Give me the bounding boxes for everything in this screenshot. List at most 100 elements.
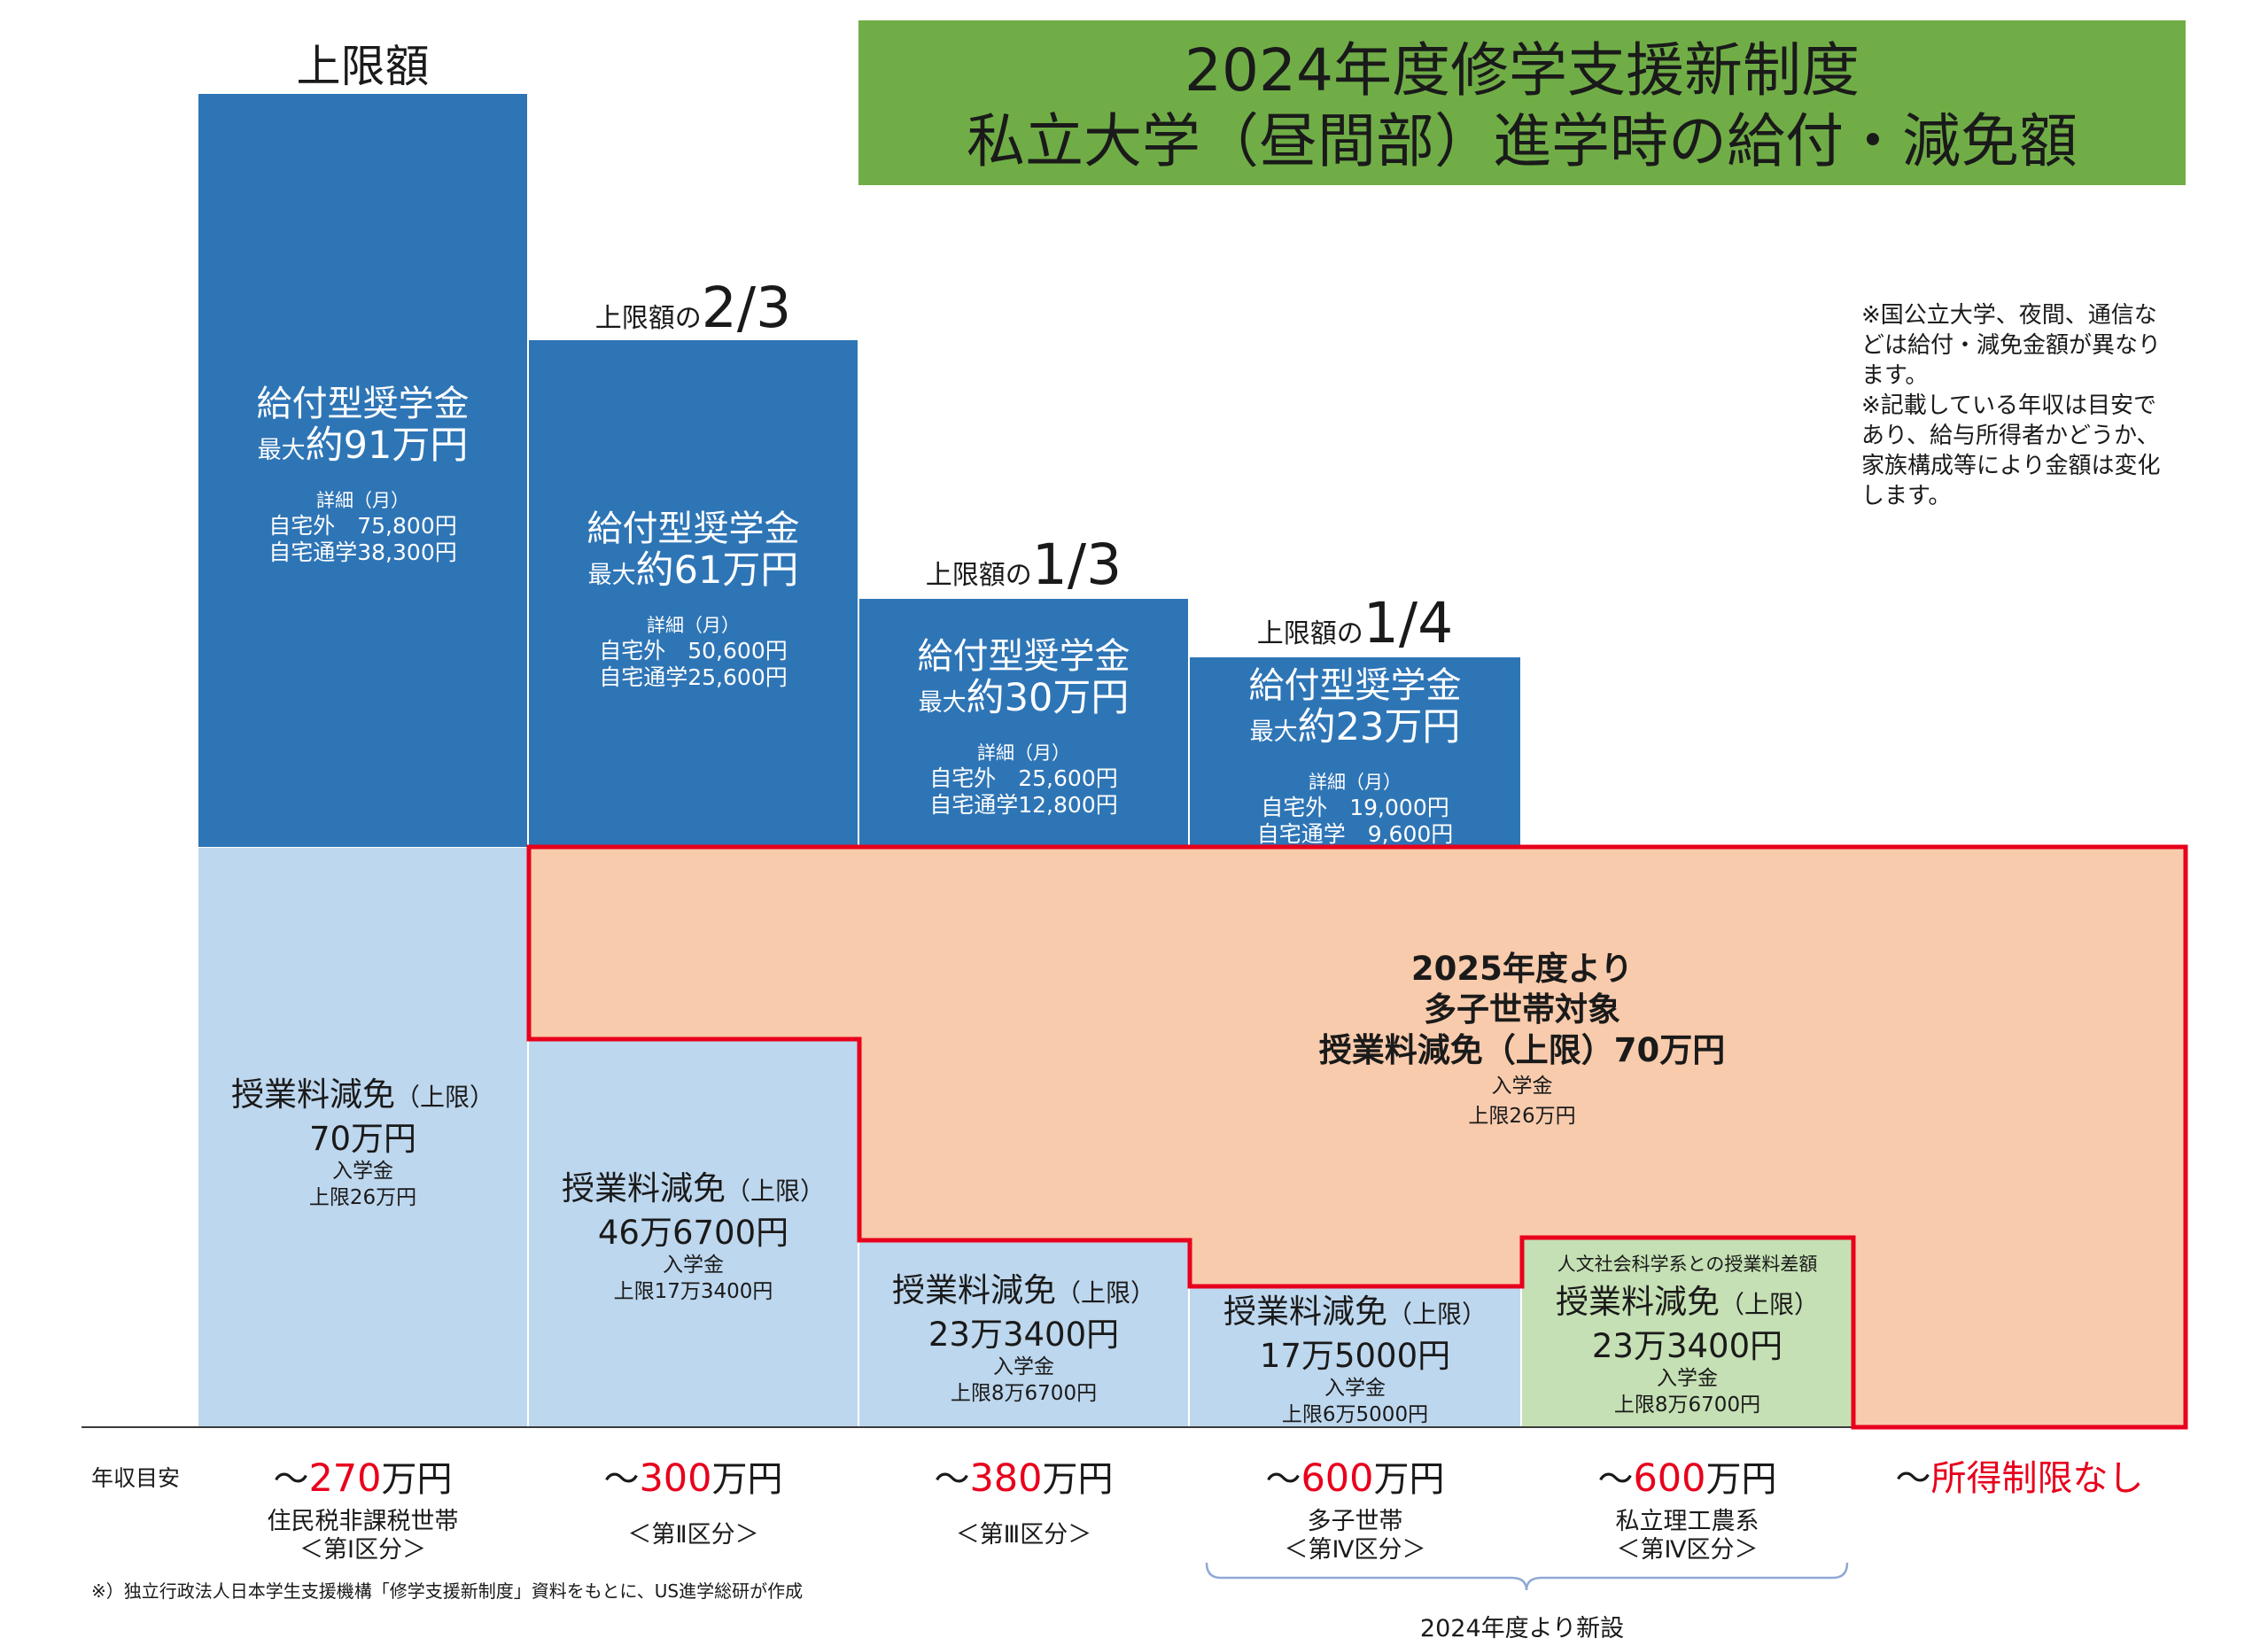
- source-footnote: ※）独立行政法人日本学生支援機構「修学支援新制度」資料をもとに、US進学総研が作…: [91, 1580, 804, 1602]
- income-amount: 300: [639, 1456, 712, 1501]
- note-line: 家族構成等により金額は変化: [1861, 453, 2161, 479]
- tuition-title: 授業料減免（上限）: [1190, 1293, 1520, 1338]
- scholarship-title: 給付型奨学金: [1248, 665, 1462, 706]
- tuition-amount: 23万3400円: [928, 1316, 1120, 1354]
- expansion-2025-text: 2025年度より 多子世帯対象 授業料減免（上限）70万円 入学金 上限26万円: [1256, 949, 1788, 1131]
- income-prefix: ～: [1265, 1459, 1301, 1500]
- limit-fraction: 1/4: [1363, 591, 1454, 656]
- income-amount: 600: [1633, 1456, 1706, 1501]
- away-from-home-amount: 自宅外 19,000円: [1261, 795, 1449, 820]
- tuition-qualifier: （上限）: [725, 1176, 825, 1206]
- income-prefix: ～: [934, 1459, 970, 1500]
- limit-label: 上限額の: [925, 560, 1032, 591]
- income-unit: 万円: [1373, 1459, 1445, 1500]
- title-line-2: 私立大学（昼間部）進学時の給付・減免額: [967, 107, 2078, 175]
- income-amount: 600: [1301, 1456, 1374, 1501]
- admission-label: 入学金: [1657, 1367, 1718, 1390]
- tuition-qualifier: （上限）: [1386, 1300, 1487, 1329]
- income-prefix: ～: [1597, 1459, 1634, 1500]
- tuition-qualifier: （上限）: [1055, 1278, 1155, 1308]
- living-at-home-amount: 自宅通学38,300円: [268, 540, 457, 565]
- income-estimate-col5: ～600万円: [1522, 1454, 1852, 1511]
- income-estimate-col1: ～270万円: [198, 1454, 527, 1511]
- income-detail-col4: 多子世帯 ＜第Ⅳ区分＞: [1190, 1508, 1520, 1564]
- scholarship-text-col3: 給付型奨学金 最大約30万円 詳細（月） 自宅外 25,600円 自宅通学12,…: [859, 637, 1188, 819]
- expansion-target: 多子世帯対象: [1424, 990, 1620, 1029]
- scholarship-max: 最大約30万円: [859, 676, 1188, 728]
- income-prefix: ～: [1895, 1458, 1931, 1499]
- tuition-text-col2: 授業料減免（上限） 46万6700円 入学金 上限17万3400円: [529, 1169, 858, 1305]
- detail-label: 詳細（月）: [977, 742, 1070, 764]
- income-detail-col3: ＜第Ⅲ区分＞: [859, 1521, 1188, 1549]
- admission-limit: 上限6万5000円: [1281, 1403, 1429, 1426]
- max-prefix: 最大: [257, 437, 306, 464]
- title-banner: 2024年度修学支援新制度 私立大学（昼間部）進学時の給付・減免額: [858, 20, 2186, 185]
- max-amount: 約30万円: [966, 676, 1130, 720]
- income-prefix: ～: [603, 1459, 640, 1500]
- limit-heading-col2: 上限額の2/3: [529, 277, 858, 353]
- max-prefix: 最大: [587, 562, 636, 589]
- caveat-notes: ※国公立大学、夜間、通信な どは給付・減免金額が異なり ます。 ※記載している年…: [1861, 300, 2161, 511]
- detail-label: 詳細（月）: [316, 490, 409, 511]
- income-amount: 380: [969, 1456, 1043, 1501]
- tuition-title-main: 授業料減免: [1555, 1283, 1720, 1321]
- limit-heading-col3: 上限額の1/3: [859, 534, 1188, 610]
- admission-limit: 上限8万6700円: [950, 1382, 1098, 1405]
- note-line: ます。: [1861, 362, 1929, 389]
- income-amount: 270: [308, 1456, 382, 1501]
- limit-heading-col4: 上限額の1/4: [1190, 593, 1520, 669]
- income-estimate-col2: ～300万円: [529, 1454, 858, 1511]
- max-amount: 約61万円: [635, 548, 799, 593]
- limit-fraction: 1/3: [1031, 532, 1122, 597]
- income-amount: 所得制限なし: [1930, 1458, 2144, 1499]
- income-unit: 万円: [1705, 1459, 1777, 1500]
- scholarship-block-col3: [859, 599, 1188, 847]
- limit-heading-col1: 上限額: [296, 41, 430, 92]
- max-prefix: 最大: [918, 689, 967, 717]
- scholarship-max: 最大約91万円: [198, 423, 527, 476]
- income-unit: 万円: [1042, 1459, 1114, 1500]
- income-detail-col2: ＜第Ⅱ区分＞: [529, 1521, 858, 1549]
- admission-limit: 上限17万3400円: [613, 1280, 773, 1303]
- tuition-difference-note: 人文社会科学系との授業料差額: [1557, 1254, 1818, 1275]
- scholarship-title: 給付型奨学金: [917, 636, 1130, 677]
- scholarship-block-col1: [198, 94, 527, 847]
- note-line: ※記載している年収は目安で: [1861, 392, 2157, 419]
- income-estimate-col3: ～380万円: [859, 1454, 1188, 1511]
- new-since-2024-bracket: [1205, 1562, 1849, 1591]
- tuition-text-col1: 授業料減免（上限） 70万円 入学金 上限26万円: [198, 1075, 527, 1211]
- tuition-title: 授業料減免（上限）: [859, 1271, 1188, 1316]
- income-bracket: ＜第Ⅳ区分＞: [1284, 1536, 1426, 1564]
- limit-label: 上限額の: [594, 303, 702, 334]
- income-unit: 万円: [381, 1459, 453, 1500]
- scholarship-max: 最大約61万円: [529, 548, 858, 601]
- tuition-block-col1: [198, 848, 527, 1427]
- tuition-title: 授業料減免（上限）: [198, 1075, 527, 1121]
- scholarship-title: 給付型奨学金: [256, 384, 470, 424]
- income-estimate-col4: ～600万円: [1190, 1454, 1520, 1511]
- away-from-home-amount: 自宅外 25,600円: [929, 765, 1118, 791]
- away-from-home-amount: 自宅外 75,800円: [268, 513, 457, 539]
- household-type: 私立理工農系: [1615, 1508, 1759, 1535]
- limit-fraction: 2/3: [701, 276, 792, 340]
- tuition-amount: 17万5000円: [1259, 1337, 1451, 1375]
- income-axis-label: 年収目安: [91, 1465, 181, 1491]
- note-line: あり、給与所得者かどうか、: [1861, 423, 2160, 449]
- scholarship-text-col4: 給付型奨学金 最大約23万円 詳細（月） 自宅外 19,000円 自宅通学 9,…: [1190, 666, 1520, 848]
- admission-limit: 上限26万円: [308, 1186, 417, 1209]
- expansion-start: 2025年度より: [1410, 950, 1634, 988]
- income-estimate-col6: ～所得制限なし: [1853, 1454, 2186, 1510]
- new-since-2024-label: 2024年度より新設: [1419, 1615, 1625, 1642]
- tuition-title-main: 授業料減免: [1223, 1293, 1387, 1331]
- scholarship-title: 給付型奨学金: [586, 509, 800, 549]
- tuition-title: 授業料減免（上限）: [1522, 1283, 1852, 1328]
- note-line: します。: [1861, 483, 1952, 509]
- scholarship-text-col2: 給付型奨学金 最大約61万円 詳細（月） 自宅外 50,600円 自宅通学25,…: [529, 509, 858, 691]
- max-amount: 約91万円: [305, 423, 469, 468]
- tuition-text-col3: 授業料減免（上限） 23万3400円 入学金 上限8万6700円: [859, 1271, 1188, 1407]
- admission-label: 入学金: [993, 1355, 1054, 1378]
- tuition-amount: 70万円: [308, 1120, 417, 1158]
- detail-label: 詳細（月）: [1309, 772, 1402, 793]
- tuition-title-main: 授業料減免: [561, 1169, 726, 1207]
- scholarship-max: 最大約23万円: [1190, 705, 1520, 757]
